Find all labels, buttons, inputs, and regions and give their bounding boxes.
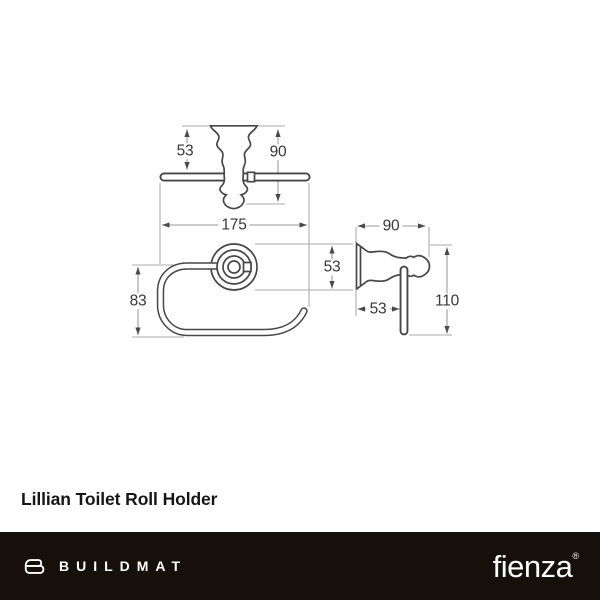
dim-label-110: 110 [431,293,463,309]
fienza-wordmark: fienza [492,548,573,584]
dim-label-83: 83 [126,293,150,309]
buildmat-wordmark: BUILDMAT [59,558,188,574]
buildmat-brand: BUILDMAT [21,556,187,577]
bracket-top-view [209,124,259,210]
mount-clip [242,261,252,273]
buildmat-logo-icon [24,558,45,574]
dim-label-175: 175 [218,217,250,233]
front-view [132,243,353,338]
bar-sleeve [246,171,256,183]
dim-label-90-top: 90 [266,144,290,160]
fienza-brand: fienza ® [493,551,579,582]
dim-label-90-side: 90 [379,218,403,234]
registered-trademark-symbol: ® [572,550,579,561]
dim-label-53-side: 53 [366,301,390,317]
product-title: Lillian Toilet Roll Holder [21,489,218,509]
top-view [159,124,311,307]
footer-bar: BUILDMAT fienza ® [0,532,600,600]
mount-hub [227,260,241,274]
side-view [355,223,452,336]
dim-label-53-mid: 53 [320,259,344,275]
dimension-drawing [132,124,452,338]
roll-loop-core [158,263,307,335]
dim-label-53-top: 53 [173,143,197,159]
wall-bracket-side [355,241,431,291]
